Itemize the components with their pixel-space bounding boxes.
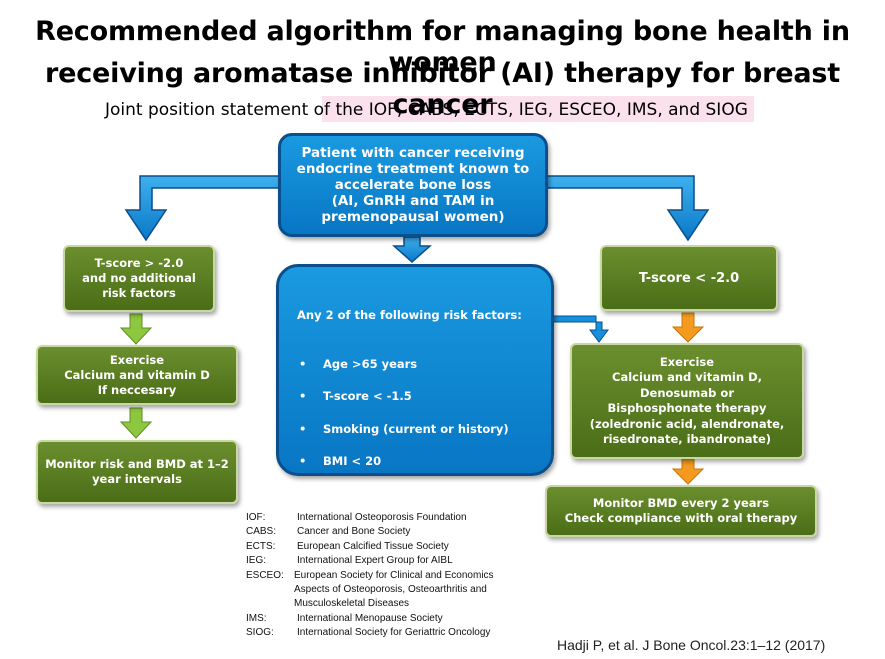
- risk-factors-heading: Any 2 of the following risk factors:: [297, 308, 522, 323]
- legend-row: IEG: International Expert Group for AIBL: [246, 554, 494, 568]
- risk-factor-item: Family history of hip fracture: [297, 485, 541, 501]
- left-monitor-box: Monitor risk and BMD at 1–2 year interva…: [36, 440, 238, 504]
- legend-abbr: ECTS:: [246, 540, 276, 552]
- risk-factor-item: Personal history of fragility fracture >…: [297, 518, 541, 550]
- legend-abbr: SIOG:: [246, 627, 274, 639]
- legend-definition: International Osteoporosis Foundation: [297, 512, 467, 523]
- legend-definition: European Calcified Tissue Society: [297, 540, 449, 552]
- abbreviation-legend: IOF: International Osteoporosis Foundatio…: [246, 511, 494, 641]
- risk-factor-item: Oral glucocorticoid use for > 6 months: [297, 566, 541, 598]
- arrow-top-to-right: [545, 175, 710, 242]
- left-tscore-box: T-score > -2.0 and no additional risk fa…: [63, 245, 215, 312]
- citation: Hadji P, et al. J Bone Oncol.23:1–12 (20…: [557, 637, 826, 653]
- risk-factors-list: Age >65 years T-score < -1.5 Smoking (cu…: [297, 340, 541, 615]
- risk-factor-item: Smoking (current or history): [297, 421, 541, 437]
- right-monitor-box: Monitor BMD every 2 years Check complian…: [545, 485, 817, 537]
- arrow-top-to-center: [392, 236, 432, 264]
- arrow-left-2: [119, 407, 153, 439]
- legend-row: IOF: International Osteoporosis Foundatio…: [246, 511, 494, 525]
- right-tscore-box: T-score < -2.0: [600, 245, 778, 311]
- legend-abbr: ESCEO:: [246, 569, 284, 581]
- risk-factor-item: BMI < 20: [297, 453, 541, 469]
- patient-box: Patient with cancer receiving endocrine …: [278, 133, 548, 237]
- arrow-right-1: [671, 312, 705, 343]
- title-line-1: Recommended algorithm for managing bone …: [35, 16, 850, 78]
- risk-factors-box: Any 2 of the following risk factors: Age…: [276, 264, 554, 598]
- legend-definition: International Menopause Society: [297, 612, 443, 624]
- subtitle-highlight: [322, 96, 754, 122]
- arrow-top-to-left: [124, 175, 281, 242]
- legend-definition: European Society for Clinical and Econom…: [294, 569, 494, 610]
- risk-factor-item: T-score < -1.5: [297, 388, 541, 404]
- legend-abbr: IOF:: [246, 512, 266, 523]
- left-treatment-box: Exercise Calcium and vitamin D If necces…: [36, 345, 238, 405]
- subtitle: Joint position statement of the IOF, CAB…: [105, 100, 748, 120]
- legend-definition: International Expert Group for AIBL: [297, 555, 453, 567]
- arrow-center-to-right: [551, 315, 609, 343]
- legend-definition: International Society for Geriattric Onc…: [297, 627, 491, 639]
- title-line-2: receiving aromatase inhibitor (AI) thera…: [45, 58, 840, 120]
- legend-row: SIOG: International Society for Geriattri…: [246, 626, 494, 640]
- legend-abbr: IMS:: [246, 612, 267, 624]
- risk-factor-item: Age >65 years: [297, 356, 541, 372]
- legend-definition: Cancer and Bone Society: [297, 526, 411, 538]
- legend-row: ECTS: European Calcified Tissue Society: [246, 540, 494, 554]
- arrow-left-1: [119, 313, 153, 345]
- arrow-right-2: [671, 458, 705, 485]
- legend-abbr: IEG:: [246, 555, 267, 567]
- right-treatment-box: Exercise Calcium and vitamin D, Denosuma…: [570, 343, 804, 459]
- legend-row: ESCEO: European Society for Clinical and …: [246, 569, 494, 612]
- legend-row: IMS: International Menopause Society: [246, 612, 494, 626]
- legend-abbr: CABS:: [246, 526, 277, 538]
- legend-row: CABS: Cancer and Bone Society: [246, 525, 494, 539]
